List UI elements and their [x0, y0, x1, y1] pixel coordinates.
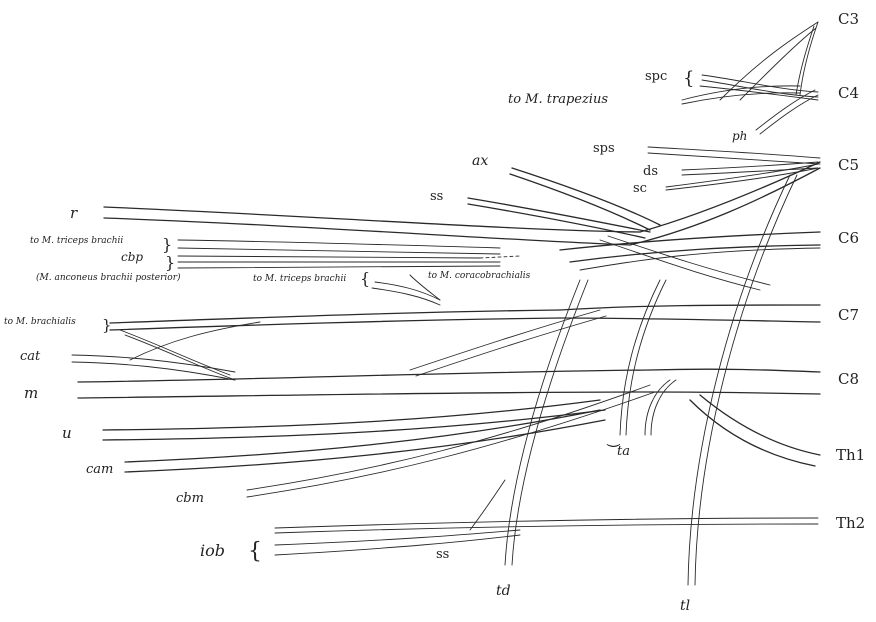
label-brachialis: to M. brachialis	[4, 317, 76, 327]
label-ss-top: ss	[430, 189, 443, 204]
label-anconeus: (M. anconeus brachii posterior)	[36, 272, 181, 283]
brace-triceps: }	[162, 235, 172, 254]
label-cbm: cbm	[176, 491, 204, 506]
root-th2: Th2	[836, 514, 865, 532]
root-th1: Th1	[836, 446, 865, 464]
label-ph: ph	[732, 129, 747, 143]
label-m: m	[24, 384, 38, 402]
root-c6: C6	[838, 229, 859, 247]
brace-brachialis: }	[102, 316, 112, 334]
label-trapezius: to M. trapezius	[508, 92, 608, 107]
label-cam: cam	[86, 462, 113, 477]
root-labels: C3 C4 C5 C6 C7 C8 Th1 Th2	[836, 10, 865, 532]
label-sc: sc	[633, 181, 647, 196]
label-triceps-2: to M. triceps brachii	[253, 274, 346, 284]
label-td: td	[496, 583, 511, 599]
brace-triceps-2: {	[360, 269, 370, 288]
root-c5: C5	[838, 156, 859, 174]
label-ax: ax	[472, 153, 488, 169]
label-triceps: to M. triceps brachii	[30, 236, 123, 246]
label-spc: spc	[645, 69, 667, 84]
label-coracobrachialis: to M. coracobrachialis	[428, 271, 531, 281]
label-r: r	[70, 204, 78, 222]
root-c4: C4	[838, 84, 859, 102]
root-c7: C7	[838, 306, 859, 324]
root-c3: C3	[838, 10, 859, 28]
brace-ta: ⏝	[607, 431, 621, 447]
label-iob: iob	[200, 541, 225, 560]
label-cat: cat	[20, 349, 41, 364]
brace-cbp: }	[165, 253, 175, 272]
label-u: u	[62, 424, 72, 442]
label-sps: sps	[593, 141, 615, 156]
label-ds: ds	[643, 164, 658, 179]
brace-iob: {	[248, 539, 262, 564]
brace-spc: {	[683, 68, 694, 89]
label-cbp: cbp	[121, 250, 143, 264]
label-tl: tl	[680, 598, 690, 614]
root-c8: C8	[838, 370, 859, 388]
label-ss-bottom: ss	[436, 547, 449, 562]
